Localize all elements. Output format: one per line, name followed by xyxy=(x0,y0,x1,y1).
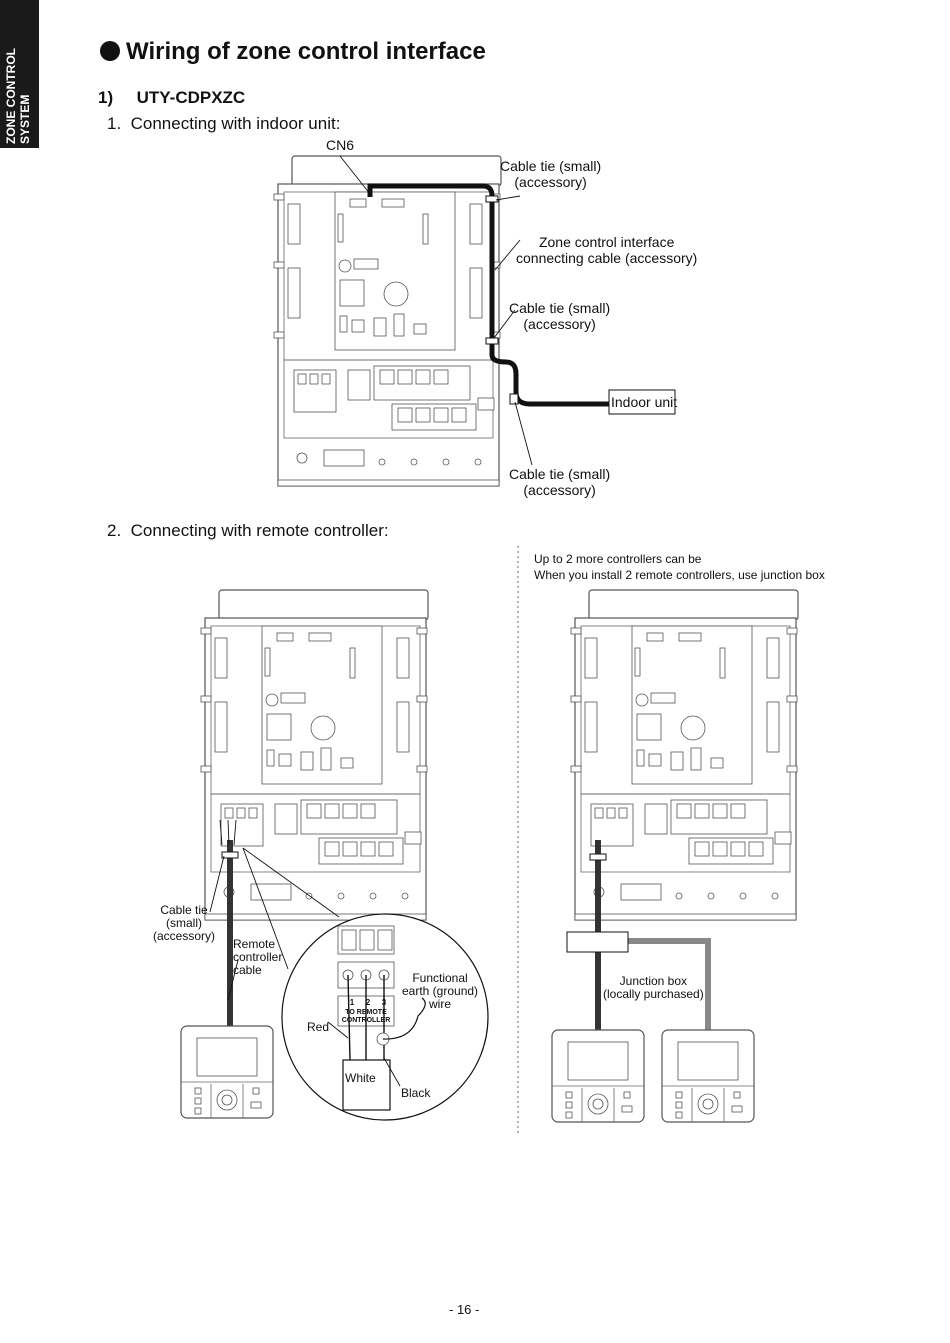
page-number: - 16 - xyxy=(449,1302,480,1317)
step2-heading: 2. Connecting with remote controller: xyxy=(107,521,389,540)
junction-box-line2: (locally purchased) xyxy=(603,987,704,1001)
terminal-numbers: 1 2 3 xyxy=(344,998,392,1007)
cable-tie-label: Cable tie (small) (accessory) xyxy=(153,904,215,943)
cable-tie-line1: Cable tie xyxy=(160,903,208,917)
cable-tie-top-label: Cable tie (small) (accessory) xyxy=(500,158,601,190)
remote-cable-line1: Remote xyxy=(233,937,276,951)
connecting-cable-label: Zone control interface connecting cable … xyxy=(516,234,697,266)
junction-box-line1: Junction box xyxy=(619,974,688,988)
terminal-label: TO REMOTE CONTROLLER xyxy=(338,1009,394,1025)
terminal-number-3: 3 xyxy=(381,998,387,1007)
red-wire-label: Red xyxy=(307,1020,330,1034)
functional-earth-line3: wire xyxy=(429,997,452,1011)
remote-cable-label: Remote controller cable xyxy=(233,938,282,977)
cable-tie-top-line1: Cable tie (small) xyxy=(500,158,602,174)
functional-earth-line1: Functional xyxy=(412,971,468,985)
terminal-number-2: 2 xyxy=(365,998,371,1007)
page-title: Wiring of zone control interface xyxy=(100,38,486,66)
cn6-label: CN6 xyxy=(326,137,355,153)
note-line1: Up to 2 more controllers can be xyxy=(534,552,702,566)
page-title-text: Wiring of zone control interface xyxy=(126,38,486,65)
remote-cable-line3: cable xyxy=(233,963,262,977)
black-wire-label: Black xyxy=(401,1086,431,1100)
remote-cable-line2: controller xyxy=(233,950,283,964)
section-heading: 1) UTY-CDPXZC xyxy=(98,88,245,108)
functional-earth-label: Functional earth (ground) wire xyxy=(402,972,478,1011)
terminal-label-line2: CONTROLLER xyxy=(341,1017,391,1024)
cable-tie-top-line2: (accessory) xyxy=(514,174,587,190)
terminal-label-line1: TO REMOTE xyxy=(345,1009,387,1016)
terminal-number-1: 1 xyxy=(349,998,355,1007)
note-line2: When you install 2 remote controllers, u… xyxy=(534,568,825,582)
cable-tie-line2: (small) xyxy=(166,916,202,930)
step2-note: Up to 2 more controllers can be When you… xyxy=(534,551,825,583)
step1-heading: 1. Connecting with indoor unit: xyxy=(107,114,341,133)
cable-tie-line3: (accessory) xyxy=(153,929,216,943)
connecting-cable-line1: Zone control interface xyxy=(538,234,675,250)
cable-tie-bottom-line2: (accessory) xyxy=(523,482,596,498)
cable-tie-mid-label: Cable tie (small) (accessory) xyxy=(509,300,610,332)
side-tab: ZONE CONTROL SYSTEM xyxy=(0,0,39,148)
functional-earth-line2: earth (ground) xyxy=(402,984,479,998)
cable-tie-mid-line1: Cable tie (small) xyxy=(509,300,611,316)
cable-tie-bottom-line1: Cable tie (small) xyxy=(509,466,611,482)
cable-tie-mid-line2: (accessory) xyxy=(523,316,596,332)
indoor-unit-label: Indoor unit xyxy=(611,394,678,410)
section-model: UTY-CDPXZC xyxy=(136,88,246,107)
bullet-icon xyxy=(100,41,120,61)
cable-tie-bottom-label: Cable tie (small) (accessory) xyxy=(509,466,610,498)
junction-box-label: Junction box (locally purchased) xyxy=(603,975,704,1001)
connecting-cable-line2: connecting cable (accessory) xyxy=(516,250,698,266)
section-number: 1) xyxy=(98,88,114,107)
white-wire-label: White xyxy=(345,1071,376,1085)
